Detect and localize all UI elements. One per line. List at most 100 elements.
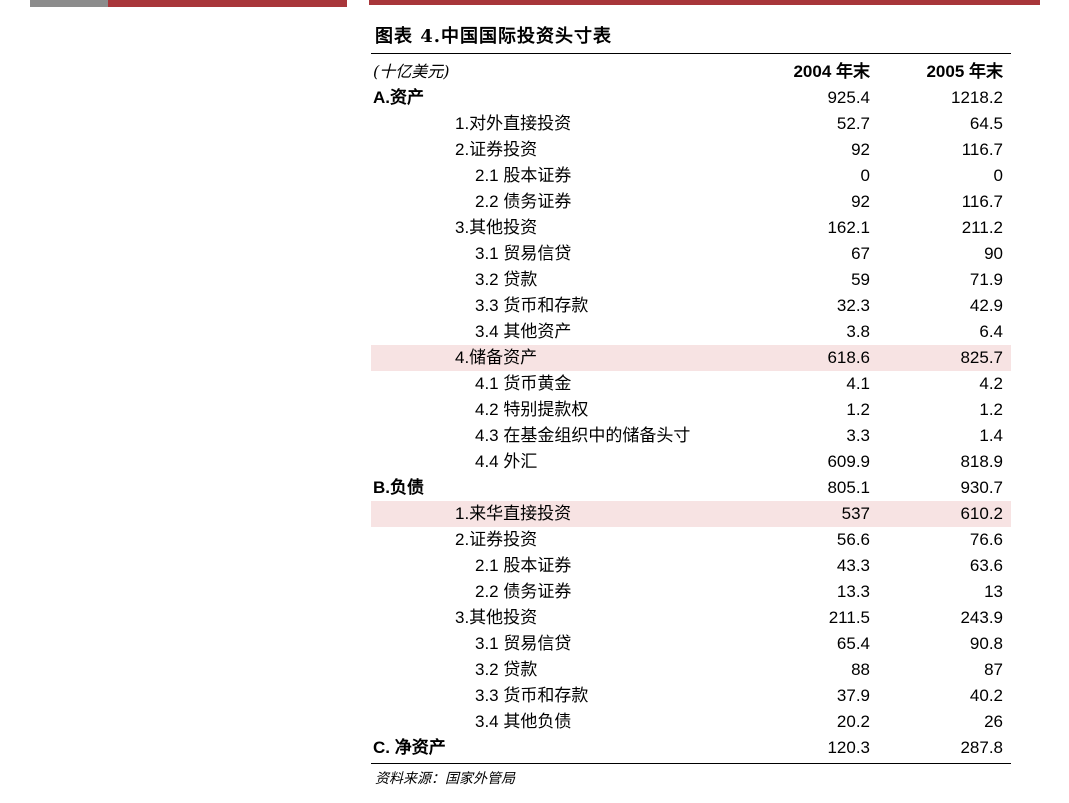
row-label: B.负债: [373, 478, 424, 497]
value-2005: 90: [984, 244, 1003, 263]
value-2005: 71.9: [969, 270, 1003, 289]
value-2005: 40.2: [969, 686, 1003, 705]
table-row: C. 净资产 120.3 287.8: [371, 735, 1011, 761]
table-row: A.资产 925.4 1218.2: [371, 85, 1011, 111]
value-2005: 610.2: [960, 504, 1003, 523]
table-header-row: (十亿美元) 2004 年末 2005 年末: [371, 59, 1011, 85]
source-note: 资料来源：国家外管局: [375, 771, 515, 787]
column-header-2005: 2005 年末: [926, 62, 1003, 81]
row-label: 2.2 债务证券: [475, 582, 572, 601]
row-label: 3.1 贸易信贷: [475, 634, 572, 653]
table-row: 3.4 其他负债 20.2 26: [371, 709, 1011, 735]
value-2004: 92: [851, 140, 870, 159]
row-label: 1.来华直接投资: [455, 504, 572, 523]
row-label: 4.2 特别提款权: [475, 400, 589, 419]
value-2004: 609.9: [827, 452, 870, 471]
table-row: 4.1 货币黄金 4.1 4.2: [371, 371, 1011, 397]
row-label: 3.3 货币和存款: [475, 686, 589, 705]
value-2004: 59: [851, 270, 870, 289]
row-label: 3.2 贷款: [475, 660, 538, 679]
value-2005: 287.8: [960, 738, 1003, 757]
row-label: 4.3 在基金组织中的储备头寸: [475, 426, 691, 445]
value-2005: 4.2: [979, 374, 1003, 393]
value-2005: 76.6: [969, 530, 1003, 549]
table-row: 4.储备资产 618.6 825.7: [371, 345, 1011, 371]
row-label: 4.1 货币黄金: [475, 374, 572, 393]
value-2004: 92: [851, 192, 870, 211]
table-row: 3.其他投资 162.1 211.2: [371, 215, 1011, 241]
table-row: 3.1 贸易信贷 65.4 90.8: [371, 631, 1011, 657]
value-2004: 805.1: [827, 478, 870, 497]
value-2004: 52.7: [836, 114, 870, 133]
table-row: 3.3 货币和存款 37.9 40.2: [371, 683, 1011, 709]
header-bar-red-left: [108, 0, 347, 7]
value-2005: 0: [993, 166, 1003, 185]
value-2004: 65.4: [836, 634, 870, 653]
value-2005: 818.9: [960, 452, 1003, 471]
value-2004: 120.3: [827, 738, 870, 757]
value-2005: 26: [984, 712, 1003, 731]
value-2004: 0: [860, 166, 870, 185]
row-label: C. 净资产: [373, 738, 446, 757]
row-label: 3.3 货币和存款: [475, 296, 589, 315]
value-2005: 42.9: [969, 296, 1003, 315]
value-2005: 13: [984, 582, 1003, 601]
value-2004: 162.1: [827, 218, 870, 237]
value-2005: 930.7: [960, 478, 1003, 497]
unit-label: (十亿美元): [373, 62, 450, 81]
table-row: 4.4 外汇 609.9 818.9: [371, 449, 1011, 475]
value-2004: 537: [841, 504, 870, 523]
table-row: 3.2 贷款 88 87: [371, 657, 1011, 683]
row-label: 3.4 其他负债: [475, 712, 572, 731]
value-2004: 67: [851, 244, 870, 263]
value-2005: 90.8: [969, 634, 1003, 653]
table-top-rule: [371, 53, 1011, 54]
iip-table: (十亿美元) 2004 年末 2005 年末 A.资产 925.4 1218.2 1.…: [371, 59, 1011, 761]
value-2005: 1.4: [979, 426, 1003, 445]
row-label: 2.证券投资: [455, 530, 538, 549]
value-2005: 116.7: [961, 192, 1003, 211]
value-2004: 20.2: [836, 712, 870, 731]
figure-title: 图表 4.中国国际投资头寸表: [375, 26, 613, 47]
value-2004: 1.2: [846, 400, 870, 419]
value-2005: 1.2: [979, 400, 1003, 419]
row-label: 2.1 股本证券: [475, 166, 572, 185]
value-2004: 925.4: [827, 88, 870, 107]
row-label: 3.其他投资: [455, 608, 538, 627]
value-2005: 63.6: [969, 556, 1003, 575]
value-2004: 618.6: [827, 348, 870, 367]
column-header-2004: 2004 年末: [793, 62, 870, 81]
value-2005: 6.4: [979, 322, 1003, 341]
value-2005: 1218.2: [951, 88, 1003, 107]
value-2005: 64.5: [969, 114, 1003, 133]
row-label: 4.4 外汇: [475, 452, 538, 471]
table-bottom-rule: [371, 763, 1011, 764]
row-label: 3.其他投资: [455, 218, 538, 237]
value-2005: 825.7: [960, 348, 1003, 367]
value-2004: 88: [851, 660, 870, 679]
value-2004: 13.3: [836, 582, 870, 601]
value-2004: 211.5: [828, 608, 870, 627]
table-row: 3.4 其他资产 3.8 6.4: [371, 319, 1011, 345]
row-label: A.资产: [373, 88, 424, 107]
table-row: B.负债 805.1 930.7: [371, 475, 1011, 501]
row-label: 3.4 其他资产: [475, 322, 572, 341]
row-label: 4.储备资产: [455, 348, 538, 367]
value-2005: 211.2: [961, 218, 1003, 237]
value-2004: 3.8: [846, 322, 870, 341]
value-2004: 37.9: [836, 686, 870, 705]
value-2004: 4.1: [846, 374, 870, 393]
value-2005: 87: [984, 660, 1003, 679]
table-row: 1.来华直接投资 537 610.2: [371, 501, 1011, 527]
